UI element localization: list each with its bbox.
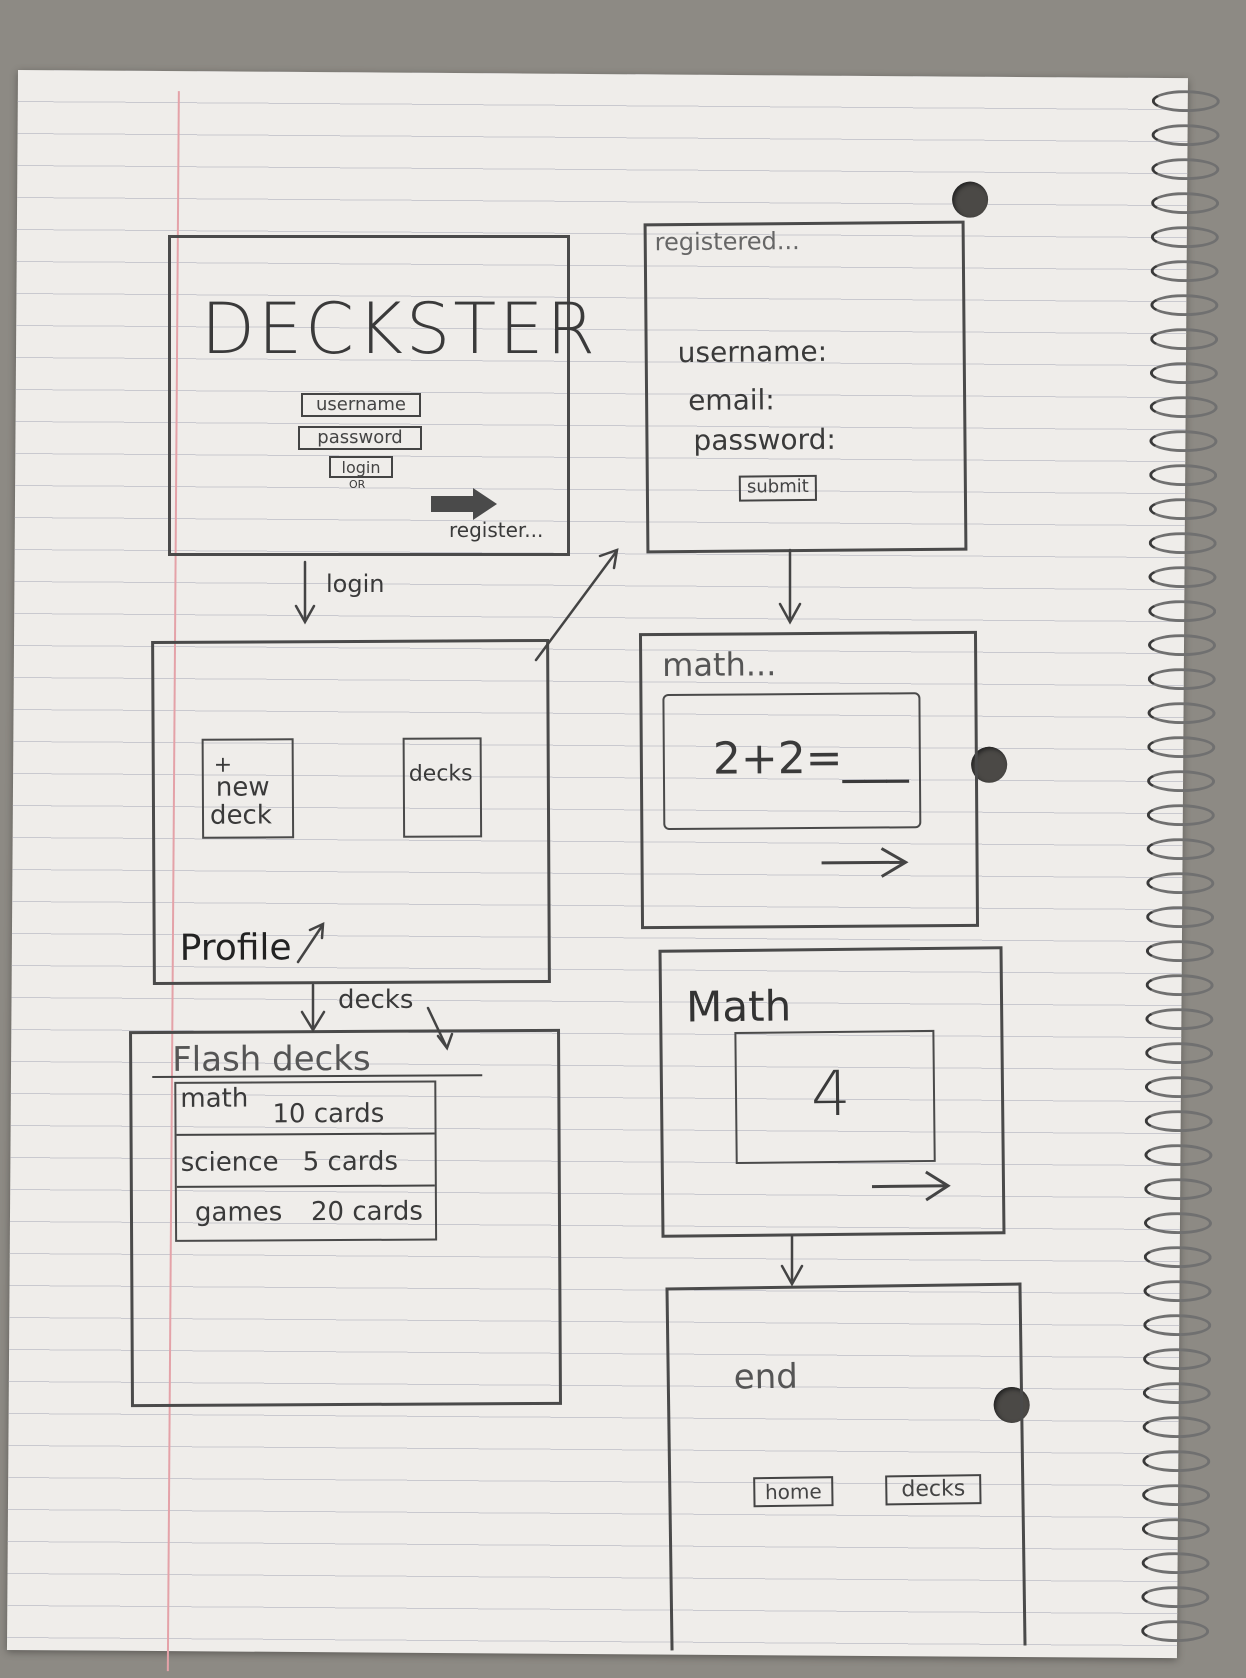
home-button[interactable]: home	[753, 1476, 834, 1508]
username-label: username:	[677, 334, 828, 370]
decks-label: decks	[408, 761, 473, 787]
deck-row-science[interactable]: science 5 cards	[176, 1134, 435, 1188]
spiral-ring	[1141, 1619, 1210, 1643]
spiral-ring	[1142, 1415, 1211, 1439]
register-screen: registered... username: email: password:…	[643, 220, 968, 554]
question-deck-title: math...	[662, 645, 777, 685]
decks-button[interactable]: decks	[402, 737, 483, 838]
spiral-ring	[1151, 191, 1220, 215]
password-label: password:	[693, 422, 836, 457]
flow-label-login: login	[326, 570, 385, 598]
spiral-ring	[1142, 1449, 1211, 1473]
spiral-ring	[1149, 463, 1218, 487]
spiral-ring	[1143, 1245, 1212, 1269]
new-deck-label: deck	[209, 800, 272, 831]
username-input[interactable]: username	[301, 393, 421, 417]
answer-screen: Math 4	[658, 946, 1006, 1238]
decks-button[interactable]: decks	[885, 1474, 982, 1506]
profile-link[interactable]: Profile	[179, 927, 292, 969]
spiral-ring	[1143, 1279, 1212, 1303]
password-input[interactable]: password	[298, 426, 422, 450]
deck-name: math	[180, 1083, 249, 1114]
spiral-ring	[1145, 939, 1214, 963]
next-arrow-icon[interactable]	[868, 1166, 958, 1207]
spiral-binding	[1137, 78, 1228, 1659]
spiral-ring	[1144, 1109, 1213, 1133]
spiral-ring	[1145, 1007, 1214, 1031]
spiral-ring	[1150, 225, 1219, 249]
spiral-ring	[1147, 735, 1216, 759]
spiral-ring	[1151, 157, 1220, 181]
spiral-ring	[1147, 667, 1216, 691]
spiral-ring	[1145, 973, 1214, 997]
spiral-ring	[1142, 1381, 1211, 1405]
next-arrow-icon[interactable]	[817, 842, 913, 883]
spiral-ring	[1143, 1313, 1212, 1337]
flow-label-decks: decks	[338, 985, 414, 1015]
question-card: 2+2=___	[662, 692, 922, 831]
deck-row-math[interactable]: math 10 cards	[176, 1082, 435, 1136]
email-label: email:	[687, 383, 775, 418]
end-screen: end home decks	[665, 1282, 1027, 1651]
spiral-ring	[1145, 1041, 1214, 1065]
spiral-ring	[1150, 293, 1219, 317]
question-text: 2+2=___	[712, 732, 909, 785]
deck-count: 5 cards	[302, 1146, 399, 1178]
spiral-ring	[1149, 429, 1218, 453]
new-deck-label: new	[215, 772, 270, 803]
spiral-ring	[1148, 599, 1217, 623]
spiral-ring	[1148, 497, 1218, 521]
spiral-ring	[1144, 1177, 1213, 1201]
spiral-ring	[1147, 701, 1216, 725]
profile-screen: + new deck decks Profile	[151, 638, 551, 986]
spiral-ring	[1146, 837, 1215, 861]
deck-count: 20 cards	[310, 1196, 423, 1228]
deck-list: math 10 cards science 5 cards games 20 c…	[174, 1080, 438, 1242]
deck-count: 10 cards	[272, 1098, 385, 1130]
deck-name: games	[194, 1197, 283, 1228]
spiral-ring	[1148, 565, 1217, 589]
spiral-ring	[1144, 1075, 1214, 1099]
login-screen: DECKSTER username password login OR regi…	[168, 235, 595, 556]
spiral-ring	[1142, 1483, 1211, 1507]
app-title: DECKSTER	[201, 288, 598, 370]
flash-decks-screen: Flash decks math 10 cards science 5 card…	[129, 1028, 562, 1408]
spiral-ring	[1141, 1551, 1210, 1575]
flash-decks-title: Flash decks	[172, 1038, 371, 1080]
spiral-ring	[1151, 89, 1220, 113]
register-arrow-icon	[431, 488, 497, 520]
answer-card: 4	[734, 1029, 936, 1165]
spiral-ring	[1142, 1347, 1212, 1371]
answer-deck-title: Math	[685, 981, 792, 1032]
spiral-ring	[1144, 1143, 1213, 1167]
spiral-ring	[1143, 1211, 1213, 1235]
deck-name: science	[180, 1147, 279, 1178]
spiral-ring	[1146, 905, 1215, 929]
spiral-ring	[1141, 1585, 1210, 1609]
or-text: OR	[349, 478, 366, 491]
answer-text: 4	[810, 1056, 851, 1131]
question-screen: math... 2+2=___	[638, 630, 980, 930]
new-deck-button[interactable]: + new deck	[201, 738, 295, 839]
punch-hole	[951, 181, 989, 218]
submit-button[interactable]: submit	[738, 474, 817, 502]
spiral-ring	[1150, 327, 1219, 351]
register-title: registered...	[654, 227, 800, 257]
spiral-ring	[1146, 769, 1216, 793]
spiral-ring	[1146, 803, 1215, 827]
spiral-ring	[1149, 395, 1218, 419]
spiral-ring	[1148, 531, 1217, 555]
login-button[interactable]: login	[329, 456, 393, 478]
spiral-ring	[1146, 871, 1215, 895]
spiral-ring	[1147, 633, 1217, 657]
spiral-ring	[1141, 1517, 1210, 1541]
register-link[interactable]: register...	[449, 518, 544, 542]
spiral-ring	[1151, 123, 1220, 147]
spiral-ring	[1149, 361, 1218, 385]
spiral-ring	[1150, 259, 1219, 283]
end-title: end	[733, 1356, 799, 1398]
deck-row-games[interactable]: games 20 cards	[177, 1187, 435, 1238]
